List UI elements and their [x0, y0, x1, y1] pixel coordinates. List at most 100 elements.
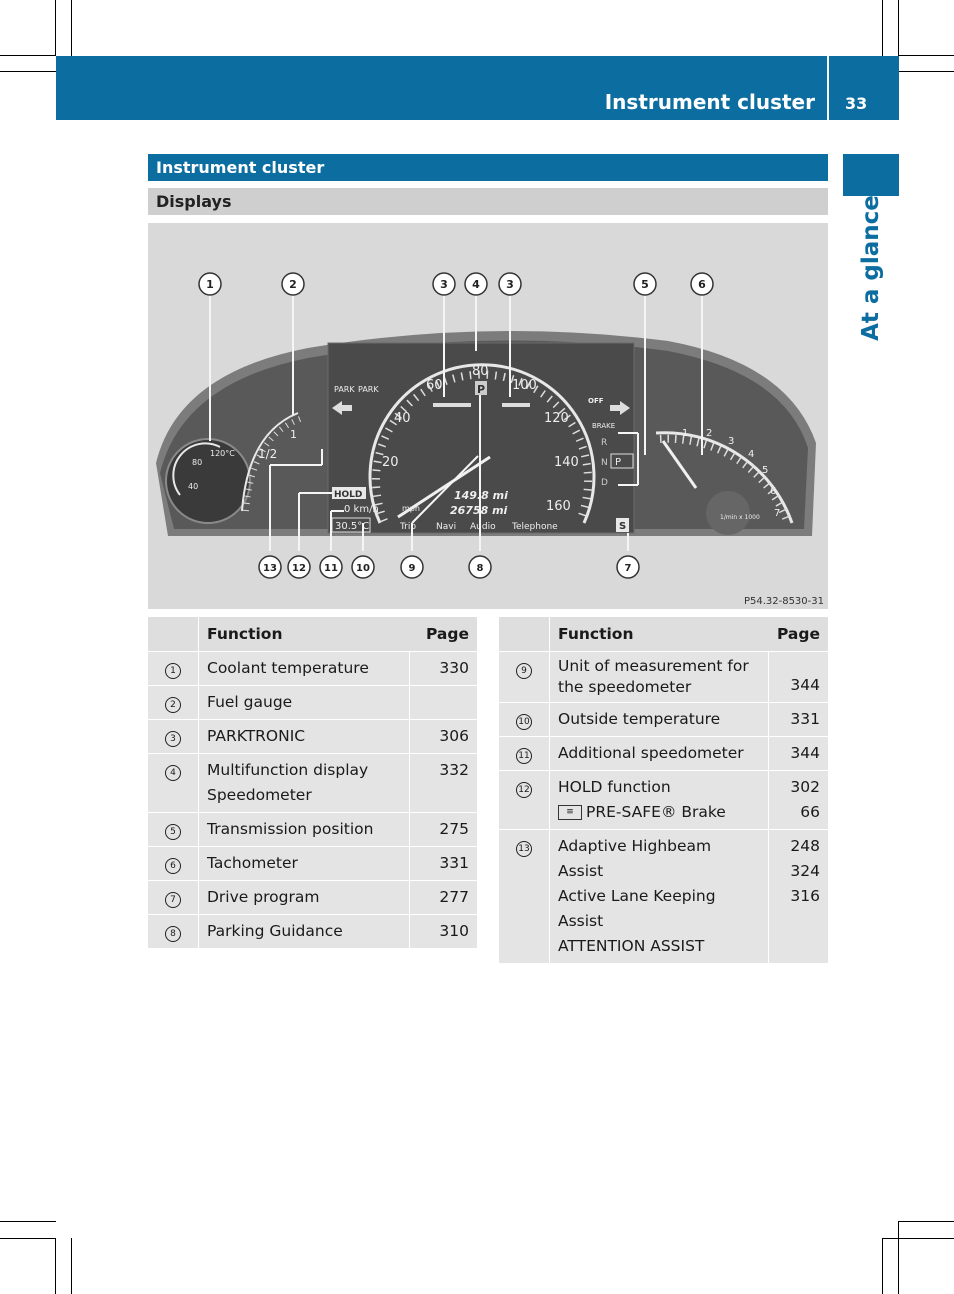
parktronic-bar-left	[433, 403, 471, 407]
table-row: 9 Unit of measurement for the speedomete…	[499, 651, 828, 703]
callout-8: 8	[477, 563, 484, 574]
row-number: 6	[165, 858, 181, 874]
arrow-right-icon	[610, 401, 630, 415]
row-page: 306	[439, 727, 469, 745]
speedo-80: 80	[472, 364, 489, 379]
table-row: 12 HOLD function ≡PRE-SAFE® Brake 302 66	[499, 770, 828, 830]
tacho-1: 1	[682, 428, 688, 439]
drive-program-badge	[616, 518, 629, 532]
table-row: 7 Drive program 277	[148, 880, 477, 915]
row-function: Tachometer	[207, 854, 298, 872]
callout-badges-bottom: 13 12 11 10 9 8 7	[258, 555, 640, 579]
row-page: 344	[790, 744, 820, 762]
table-row: 6 Tachometer 331	[148, 846, 477, 881]
row-page: 332	[439, 761, 469, 779]
section-subtitle: Displays	[148, 188, 828, 215]
callout-2: 2	[289, 278, 297, 291]
menu-telephone: Telephone	[511, 522, 558, 532]
odo-value: 26758 mi	[450, 504, 508, 517]
hold-badge	[332, 487, 366, 499]
park-right-label: PARK	[358, 385, 379, 394]
page-number: 33	[845, 94, 868, 113]
row-page: 331	[790, 710, 820, 728]
tacho-5: 5	[762, 465, 768, 476]
crop-mark	[898, 1221, 899, 1294]
row-function: Adaptive Highbeam Assist	[558, 837, 712, 880]
crop-mark	[0, 55, 56, 56]
table-row: 4 Multifunction display Speedometer 332	[148, 753, 477, 813]
row-function: Coolant temperature	[207, 659, 369, 677]
row-page: 330	[439, 659, 469, 677]
crop-mark	[0, 1238, 56, 1239]
callout-13: 13	[263, 563, 277, 574]
crop-mark	[0, 1221, 56, 1222]
table-header-page: Page	[768, 617, 828, 652]
table-row: 2 Fuel gauge	[148, 685, 477, 720]
gear-n: N	[601, 458, 608, 468]
speedo-60: 60	[426, 378, 443, 393]
pre-safe-brake-icon: ≡	[558, 805, 582, 820]
row-number: 3	[165, 731, 181, 747]
callout-12: 12	[292, 563, 306, 574]
row-function: ATTENTION ASSIST	[558, 937, 705, 955]
menu-audio: Audio	[470, 522, 496, 532]
row-page: 310	[439, 922, 469, 940]
crop-mark	[882, 0, 883, 56]
function-table-left: Function Page 1 Coolant temperature 330 …	[148, 617, 477, 949]
callout-badges-top: 1 2 3 4 3 5 6	[198, 272, 714, 296]
header-title: Instrument cluster	[604, 90, 815, 114]
row-number: 5	[165, 824, 181, 840]
gear-d: D	[601, 478, 608, 488]
gear-p-frame	[610, 453, 634, 469]
table-row: 8 Parking Guidance 310	[148, 914, 477, 949]
row-function: Outside temperature	[558, 710, 721, 728]
fuel-label-full: 1	[290, 428, 297, 441]
kmh-value: 0 km/h	[344, 504, 379, 515]
table-header-function: Function	[198, 617, 410, 652]
speedo-100: 100	[512, 378, 537, 393]
drive-program-label: S	[619, 521, 626, 532]
coolant-label-mid: 80	[192, 458, 202, 467]
tacho-3: 3	[728, 436, 734, 447]
callout-5: 5	[641, 278, 649, 291]
table-row: 3 PARKTRONIC 306	[148, 719, 477, 754]
crop-mark	[71, 1238, 72, 1294]
row-function: Fuel gauge	[207, 693, 293, 711]
table-row: 1 Coolant temperature 330	[148, 651, 477, 686]
callout-6: 6	[698, 278, 706, 291]
crop-mark	[898, 55, 954, 56]
parktronic-bar-right	[502, 403, 530, 407]
row-number: 1	[165, 663, 181, 679]
table-row: 5 Transmission position 275	[148, 812, 477, 847]
crop-mark	[882, 1238, 883, 1294]
tacho-4: 4	[748, 449, 754, 460]
row-function: ≡PRE-SAFE® Brake	[558, 800, 760, 825]
crop-mark	[898, 0, 899, 56]
section-title: Instrument cluster	[148, 154, 828, 181]
crop-mark	[55, 0, 56, 56]
tacho-2: 2	[706, 428, 712, 439]
trip-value: 149.8 mi	[454, 489, 508, 502]
row-number: 2	[165, 697, 181, 713]
coolant-label-low: 40	[188, 482, 198, 491]
row-function: Transmission position	[207, 820, 374, 838]
speedo-140: 140	[554, 455, 579, 470]
row-number: 11	[516, 748, 532, 764]
crop-mark	[898, 71, 954, 72]
row-function: Active Lane Keeping Assist	[558, 887, 716, 930]
row-page: 316	[790, 887, 820, 905]
callout-3a: 3	[440, 278, 448, 291]
row-page: 248	[790, 837, 820, 855]
tacho-needle	[661, 440, 698, 489]
table-header-function: Function	[549, 617, 769, 652]
table-header-page: Page	[409, 617, 477, 652]
row-number: 9	[516, 663, 532, 679]
callout-3b: 3	[506, 278, 514, 291]
header-divider	[827, 56, 829, 120]
callout-11: 11	[324, 563, 338, 574]
row-function: Multifunction display	[207, 761, 369, 779]
page-header: Instrument cluster 33	[56, 56, 899, 120]
row-function: Drive program	[207, 888, 320, 906]
row-page: 275	[439, 820, 469, 838]
row-number: 4	[165, 765, 181, 781]
